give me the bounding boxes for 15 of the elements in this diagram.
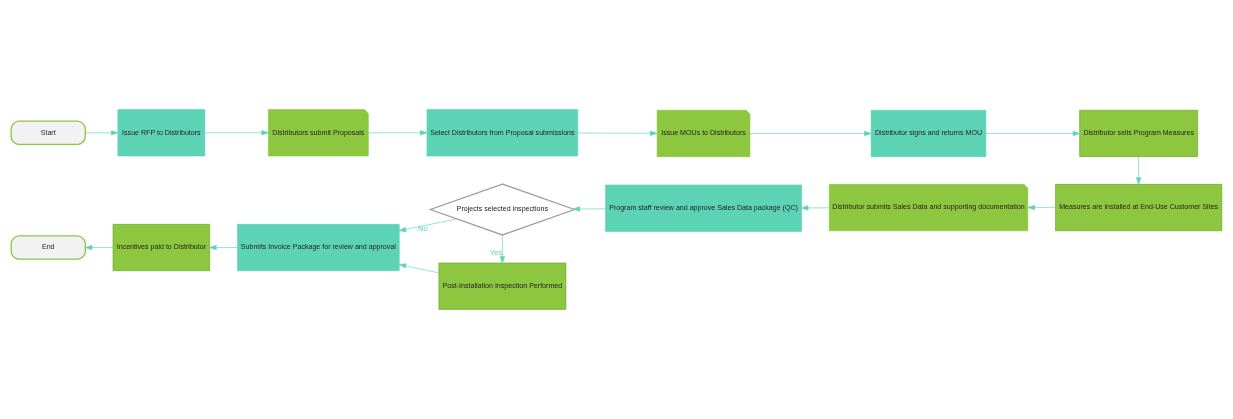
arrow — [577, 130, 658, 136]
arrow — [399, 218, 457, 232]
arrow — [572, 206, 606, 212]
arrow — [985, 130, 1080, 136]
arrow — [209, 244, 238, 251]
arrow — [1027, 205, 1056, 211]
arrow — [204, 130, 269, 136]
arrow — [399, 263, 440, 274]
arrow — [801, 205, 830, 211]
arrow — [749, 130, 872, 136]
arrow — [368, 130, 428, 136]
arrow — [499, 234, 505, 264]
arrow — [85, 130, 119, 136]
arrow — [85, 244, 114, 251]
arrow — [1136, 156, 1142, 185]
